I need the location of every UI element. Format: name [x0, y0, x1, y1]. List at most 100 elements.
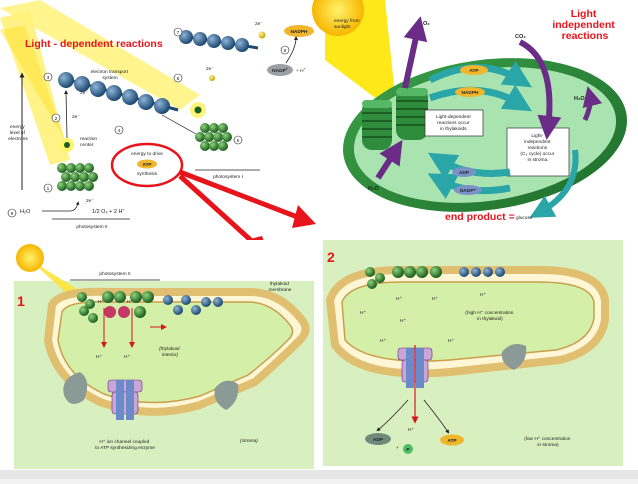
energy-axis-label: energy level of electrons — [8, 124, 28, 142]
panel1-title: Light - dependent reactions — [25, 38, 163, 50]
o2-arrow — [402, 16, 428, 89]
panel-light-independent: energy from sunlight Light-dependent rea… — [312, 0, 638, 240]
nadph-label: NADPH — [461, 90, 479, 96]
step-marker: 9 — [7, 208, 17, 218]
thylakoid-interior — [57, 300, 294, 404]
glucose-arrow — [529, 149, 579, 218]
h2o-in-label: H₂O — [368, 186, 379, 192]
svg-text:1: 1 — [47, 186, 50, 192]
atp-pill — [137, 159, 157, 169]
svg-text:8: 8 — [284, 48, 287, 54]
nadph-label: NADPH — [290, 29, 308, 35]
grana-stack — [362, 88, 428, 150]
nadp-pill — [454, 185, 482, 195]
panel-thylakoid-1: photosystem II 1 thylakoid membrane H⁺ H… — [14, 240, 314, 470]
water-arrow — [42, 201, 80, 212]
atp-synthase-channel — [107, 379, 143, 420]
energy-from-sunlight: energy from sunlight — [334, 18, 361, 30]
second-transport-chain — [179, 30, 259, 52]
step-marker: 7 — [173, 27, 183, 37]
h-ion-label: H⁺ — [432, 296, 438, 302]
adp-label: ADP — [459, 170, 470, 176]
nadp-label: NADP+ — [272, 67, 288, 74]
ps2-complex — [77, 291, 223, 323]
thylakoid-interior-label: (thylakoid interior) — [159, 346, 181, 358]
step-marker: 5 — [233, 135, 243, 145]
adp-pill — [452, 167, 476, 177]
atp-label: ATP — [142, 162, 152, 168]
electron-label: 2e⁻ — [80, 90, 88, 96]
o2-label: O₂ — [423, 21, 430, 27]
svg-text:2: 2 — [55, 116, 58, 122]
photosystem-i-cluster — [190, 102, 232, 151]
svg-text:6: 6 — [177, 76, 180, 82]
bottom-strip — [0, 470, 638, 479]
step-marker: 4 — [114, 125, 124, 135]
h-ion-label: H⁺ — [480, 292, 486, 298]
low-h-label: (low H⁺ concentration in stroma) — [524, 436, 572, 448]
svg-text:7: 7 — [177, 30, 180, 36]
h2o-in-arrow — [375, 139, 403, 180]
photosystem2-label: photosystem II — [99, 271, 130, 277]
electron-label: 2e⁻ — [72, 114, 80, 120]
channel-label: H⁺ ion channel coupled to ATP synthesizi… — [95, 439, 155, 451]
h2o-out-label: H₂O — [574, 96, 585, 102]
svg-text:4: 4 — [118, 128, 121, 134]
nadp-to-nadph-arrow — [285, 36, 298, 64]
panel-thylakoid-2: 2 H⁺ H⁺ H⁺ H⁺ H⁺ H⁺ H⁺ (high H⁺ concentr… — [323, 240, 623, 466]
electron-label-top: 2e⁻ — [255, 21, 263, 27]
electron-label: 2e⁻ — [206, 66, 214, 72]
step-marker: 2 — [51, 113, 61, 123]
sun — [312, 0, 364, 36]
sun — [16, 244, 44, 272]
electron-label: 2e⁻ — [86, 198, 94, 204]
h-ion-label: H⁺ — [396, 296, 402, 302]
o2-equation: 1/2 O₂ + 2 H+ — [92, 208, 125, 215]
atp-pill — [460, 65, 488, 75]
svg-text:9: 9 — [11, 211, 14, 217]
photosystem1-label: photosystem I — [213, 174, 243, 180]
connector-arrow-right — [179, 169, 301, 221]
nadp-pill — [267, 64, 293, 76]
h2o-out-arrow — [582, 86, 603, 122]
photosystem2-label: photosystem II — [76, 224, 107, 230]
nadph-pill — [284, 25, 314, 37]
granum-shape — [501, 344, 527, 370]
ps2-complex — [365, 266, 505, 289]
etc-to-ps1-line — [161, 114, 197, 135]
electron-transport-chain — [58, 72, 179, 114]
h-ion-label: H⁺ — [96, 354, 102, 360]
step-marker: 3 — [43, 72, 53, 82]
reaction-center — [64, 142, 70, 148]
step-markers: 1 2 3 4 5 6 7 8 9 — [7, 27, 290, 218]
step-marker: 6 — [173, 73, 183, 83]
photosystem-ii-cluster — [57, 163, 98, 191]
plus-h-label: + H+ — [296, 67, 306, 74]
h-ion-label: H⁺ — [408, 427, 414, 433]
plus-label: + — [396, 446, 399, 451]
thylakoid-interior — [341, 281, 595, 362]
electron-flow-arrow — [64, 90, 69, 139]
co2-arrow — [518, 39, 562, 140]
thylakoid-membrane-label: thylakoid membrane — [269, 281, 292, 293]
h-ion-label: H⁺ — [380, 338, 386, 344]
high-h-label: (high H⁺ concentration in thylakoid) — [465, 310, 514, 322]
granum-shape — [214, 380, 239, 410]
step-number: 1 — [17, 293, 25, 309]
atp-arrow — [423, 399, 450, 434]
co2-label: CO₂ — [515, 34, 526, 40]
adp-pill — [365, 433, 391, 445]
sunlight-beam — [0, 25, 65, 140]
h-ion-label: H⁺ — [400, 318, 406, 324]
panel-light-dependent: Light - dependent reactions energy level… — [0, 0, 318, 240]
adp-label: ADP — [373, 437, 384, 443]
step-number: 2 — [327, 249, 335, 265]
connector-arrow-down — [178, 174, 257, 246]
svg-text:5: 5 — [237, 138, 240, 144]
synthesis-label: synthesis — [137, 171, 158, 177]
energy-to-drive: energy to drive — [131, 151, 163, 157]
glucose-label: glucose — [516, 215, 533, 221]
h-ion-label: H⁺ — [360, 310, 366, 316]
stroma-label: (stroma) — [240, 438, 258, 444]
